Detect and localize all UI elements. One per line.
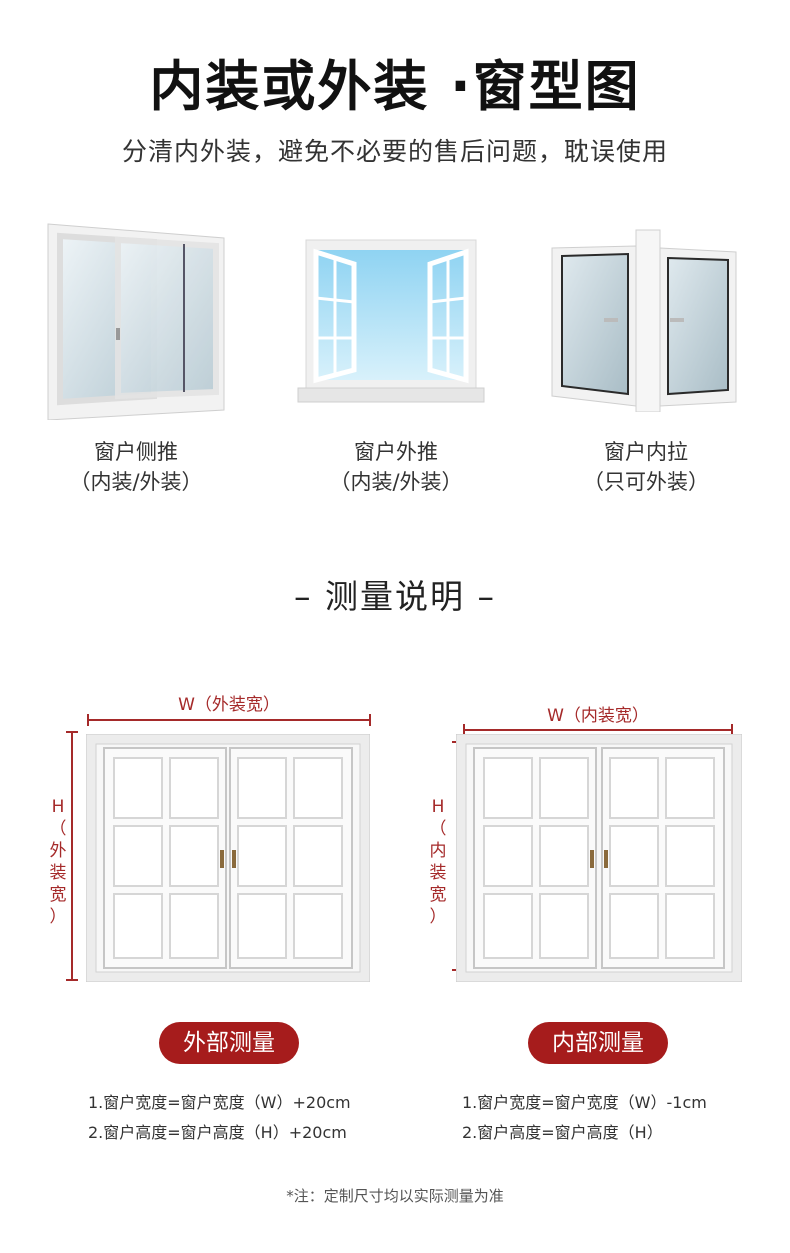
outside-width-formula: 1.窗户宽度=窗户宽度（W）+20cm	[88, 1093, 351, 1112]
footnote: *注：定制尺寸均以实际测量为准	[286, 1187, 504, 1205]
window-type-install: （内装/外装）	[329, 470, 463, 494]
window-type-name: 窗户内拉	[604, 440, 688, 464]
outward-window-image	[297, 239, 485, 403]
outside-height-dimension-line	[66, 731, 78, 981]
sliding-window-image	[47, 223, 225, 420]
inside-width-formula: 1.窗户宽度=窗户宽度（W）-1cm	[462, 1093, 707, 1112]
inside-window-illustration	[456, 734, 742, 982]
inside-formulas: 1.窗户宽度=窗户宽度（W）-1cm 2.窗户高度=窗户高度（H）	[462, 1088, 762, 1148]
inside-measure-badge: 内部测量	[528, 1022, 668, 1064]
inside-width-label: W（内装宽）	[547, 706, 649, 726]
outside-height-formula: 2.窗户高度=窗户高度（H）+20cm	[88, 1123, 347, 1142]
outside-width-dimension-line	[87, 714, 371, 726]
outside-width-label: W（外装宽）	[178, 695, 280, 715]
page-title: 内装或外装 ·窗型图	[149, 55, 641, 118]
outside-window-illustration	[86, 734, 370, 982]
outside-height-label: H （ 外 装 宽 ）	[49, 797, 67, 927]
page-subtitle: 分清内外装，避免不必要的售后问题，耽误使用	[121, 137, 668, 166]
measurement-section-title: – 测量说明 –	[294, 577, 496, 616]
inside-height-formula: 2.窗户高度=窗户高度（H）	[462, 1123, 663, 1142]
inside-height-label: H （ 内 装 宽 ）	[429, 797, 447, 927]
window-type-outward: 窗户外推 （内装/外装）	[276, 437, 516, 497]
outside-measure-badge: 外部测量	[159, 1022, 299, 1064]
window-type-sliding: 窗户侧推 （内装/外装）	[16, 437, 256, 497]
inward-window-image	[551, 229, 737, 412]
outside-formulas: 1.窗户宽度=窗户宽度（W）+20cm 2.窗户高度=窗户高度（H）+20cm	[88, 1088, 388, 1148]
window-type-install: （内装/外装）	[69, 470, 203, 494]
window-type-name: 窗户外推	[354, 440, 438, 464]
window-type-inward: 窗户内拉 （只可外装）	[526, 437, 766, 497]
window-type-name: 窗户侧推	[94, 440, 178, 464]
window-type-install: （只可外装）	[583, 470, 709, 494]
